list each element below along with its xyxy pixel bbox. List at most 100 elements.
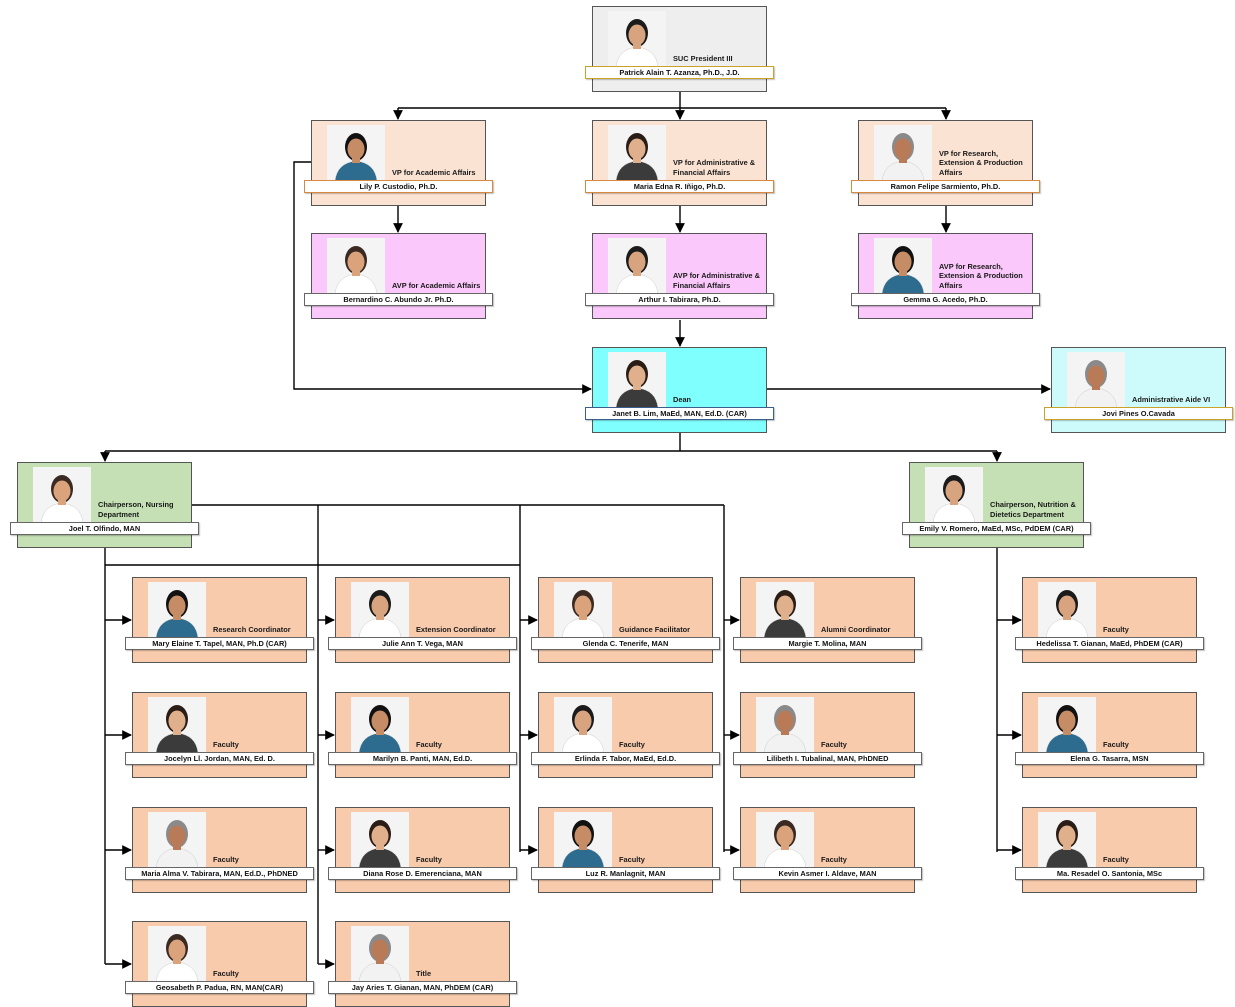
person-name: Maria Alma V. Tabirara, MAN, Ed.D., PhDN… bbox=[125, 867, 314, 880]
person-photo bbox=[874, 125, 932, 181]
role-title: Research Coordinator bbox=[213, 624, 291, 634]
role-title: Extension Coordinator bbox=[416, 624, 496, 634]
person-photo bbox=[925, 467, 983, 523]
person-name: Julie Ann T. Vega, MAN bbox=[328, 637, 517, 650]
role-title: Dean bbox=[673, 394, 692, 404]
role-title: AVP for Research, Extension & Production… bbox=[939, 261, 1023, 290]
avp-card: AVP for Administrative & Financial Affai… bbox=[585, 233, 774, 319]
role-title: Faculty bbox=[1103, 854, 1129, 864]
person-name: Diana Rose D. Emerenciana, MAN bbox=[328, 867, 517, 880]
person-name: Margie T. Molina, MAN bbox=[733, 637, 922, 650]
person-photo bbox=[148, 697, 206, 753]
role-title: Faculty bbox=[213, 968, 239, 978]
person-name: Janet B. Lim, MaEd, MAN, Ed.D. (CAR) bbox=[585, 407, 774, 420]
person-photo bbox=[608, 238, 666, 294]
person-name: Ma. Resadel O. Santonia, MSc bbox=[1015, 867, 1204, 880]
role-title: Administrative Aide VI bbox=[1132, 394, 1211, 404]
person-photo bbox=[1038, 582, 1096, 638]
person-photo bbox=[148, 582, 206, 638]
role-title: AVP for Academic Affairs bbox=[392, 280, 481, 290]
connector-arrow bbox=[293, 161, 592, 394]
person-name: Gemma G. Acedo, Ph.D. bbox=[851, 293, 1040, 306]
role-title: Faculty bbox=[213, 854, 239, 864]
person-name: Kevin Asmer I. Aldave, MAN bbox=[733, 867, 922, 880]
person-name: Ramon Felipe Sarmiento, Ph.D. bbox=[851, 180, 1040, 193]
person-photo bbox=[327, 125, 385, 181]
president-card: SUC President III Patrick Alain T. Azanza… bbox=[585, 6, 774, 92]
person-name: Elena G. Tasarra, MSN bbox=[1015, 752, 1204, 765]
person-name: Maria Edna R. Iñigo, Ph.D. bbox=[585, 180, 774, 193]
person-name: Joel T. Olfindo, MAN bbox=[10, 522, 199, 535]
person-name: Erlinda F. Tabor, MaEd, Ed.D. bbox=[531, 752, 720, 765]
role-title: SUC President III bbox=[673, 53, 733, 63]
vp-card: VP for Research, Extension & Production … bbox=[851, 120, 1040, 206]
role-title: VP for Administrative & Financial Affair… bbox=[673, 158, 756, 177]
person-photo bbox=[608, 11, 666, 67]
person-name: Lily P. Custodio, Ph.D. bbox=[304, 180, 493, 193]
admin-aide-card: Administrative Aide VI Jovi Pines O.Cavad… bbox=[1044, 347, 1233, 433]
vp-card: VP for Administrative & Financial Affair… bbox=[585, 120, 774, 206]
person-name: Arthur I. Tabirara, Ph.D. bbox=[585, 293, 774, 306]
person-photo bbox=[148, 812, 206, 868]
role-title: AVP for Administrative & Financial Affai… bbox=[673, 271, 760, 290]
person-name: Patrick Alain T. Azanza, Ph.D., J.D. bbox=[585, 66, 774, 79]
person-photo bbox=[351, 697, 409, 753]
person-photo bbox=[756, 697, 814, 753]
person-photo bbox=[874, 238, 932, 294]
person-photo bbox=[554, 582, 612, 638]
person-name: Luz R. Manlagnit, MAN bbox=[531, 867, 720, 880]
person-photo bbox=[608, 352, 666, 408]
person-name: Mary Elaine T. Tapel, MAN, Ph.D (CAR) bbox=[125, 637, 314, 650]
person-name: Geosabeth P. Padua, RN, MAN(CAR) bbox=[125, 981, 314, 994]
person-name: Jay Aries T. Gianan, MAN, PhDEM (CAR) bbox=[328, 981, 517, 994]
person-photo bbox=[351, 582, 409, 638]
role-title: Chairperson, Nursing Department bbox=[98, 500, 174, 519]
person-photo bbox=[554, 697, 612, 753]
role-title: Faculty bbox=[619, 739, 645, 749]
person-photo bbox=[1038, 697, 1096, 753]
person-photo bbox=[554, 812, 612, 868]
role-title: Faculty bbox=[821, 739, 847, 749]
person-name: Marilyn B. Panti, MAN, Ed.D. bbox=[328, 752, 517, 765]
person-name: Emily V. Romero, MaEd, MSc, PdDEM (CAR) bbox=[902, 522, 1091, 535]
role-title: VP for Academic Affairs bbox=[392, 167, 476, 177]
role-title: Faculty bbox=[416, 854, 442, 864]
person-name: Jocelyn Ll. Jordan, MAN, Ed. D. bbox=[125, 752, 314, 765]
role-title: Chairperson, Nutrition & Dietetics Depar… bbox=[990, 500, 1076, 519]
role-title: Faculty bbox=[1103, 624, 1129, 634]
person-photo bbox=[351, 926, 409, 982]
person-photo bbox=[148, 926, 206, 982]
person-photo bbox=[327, 238, 385, 294]
role-title: Faculty bbox=[416, 739, 442, 749]
person-photo bbox=[1067, 352, 1125, 408]
person-photo bbox=[756, 812, 814, 868]
person-photo bbox=[33, 467, 91, 523]
person-name: Jovi Pines O.Cavada bbox=[1044, 407, 1233, 420]
role-title: Guidance Facilitator bbox=[619, 624, 691, 634]
person-photo bbox=[351, 812, 409, 868]
role-title: Faculty bbox=[213, 739, 239, 749]
chair-nutrition-card: Chairperson, Nutrition & Dietetics Depar… bbox=[902, 462, 1091, 548]
